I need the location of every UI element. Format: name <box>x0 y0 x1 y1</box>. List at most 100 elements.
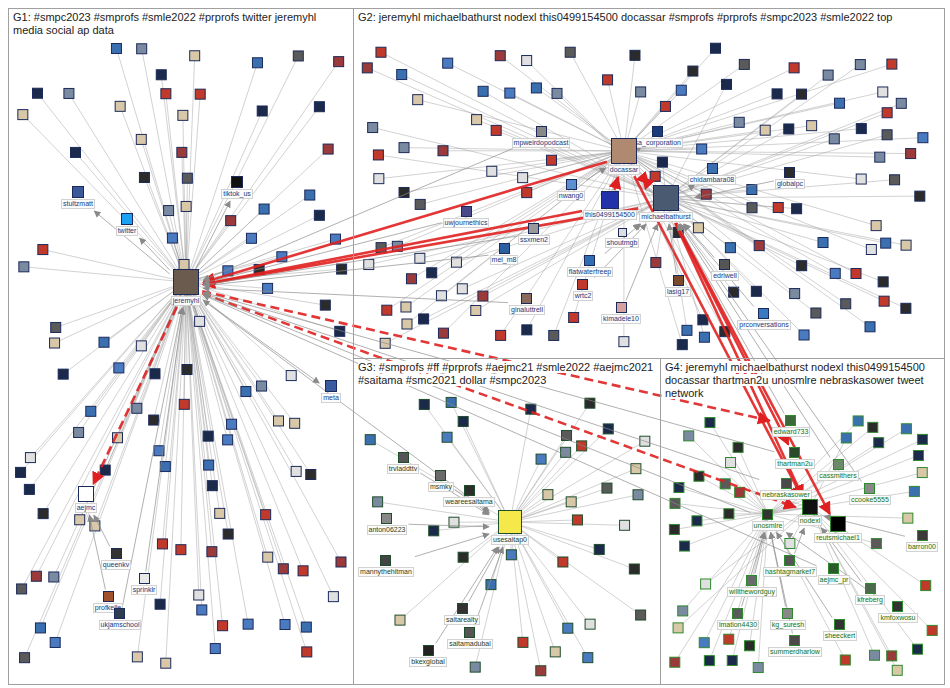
vertex-icon <box>789 63 799 73</box>
vertex-icon <box>280 620 290 630</box>
vertex-icon <box>334 57 344 67</box>
vertex-icon <box>24 484 34 494</box>
vertex-icon <box>856 124 866 134</box>
vertex-label: sprinklr <box>131 585 158 595</box>
vertex-icon <box>261 510 271 520</box>
vertex-label: weareesaitama <box>443 497 494 507</box>
background-vertices <box>16 43 938 676</box>
vertex-icon <box>784 555 795 566</box>
vertex-icon <box>314 210 324 220</box>
vertex: sheeckert <box>823 619 857 641</box>
vertex-icon <box>320 300 330 310</box>
vertex-icon <box>629 564 639 574</box>
background-edge <box>30 282 186 458</box>
vertex: chidambara08 <box>688 163 736 185</box>
tie-edge <box>203 223 441 283</box>
vertex-icon <box>633 490 643 500</box>
vertex-icon <box>901 424 911 434</box>
background-edge <box>120 106 186 282</box>
vertex-icon <box>207 547 217 557</box>
vertex-icon <box>619 337 629 347</box>
vertex-icon <box>871 539 881 549</box>
tie-edge <box>94 515 110 546</box>
vertex-icon <box>328 592 338 602</box>
strong-tie-edge <box>202 291 769 420</box>
group-region: G2: jeremyhl michaelbathurst nodexl this… <box>353 8 945 359</box>
vertex-icon <box>78 486 94 502</box>
vertex-label: flatwaterfreep <box>567 267 613 277</box>
strong-tie-edge <box>642 177 648 184</box>
vertex-icon <box>150 369 160 379</box>
vertex-icon <box>114 363 124 373</box>
background-edge <box>768 421 858 514</box>
vertex-icon <box>558 557 568 567</box>
vertex-label: barron00 <box>906 542 938 552</box>
vertex-icon <box>32 88 42 98</box>
vertex-icon <box>710 43 720 53</box>
background-edge <box>768 455 918 514</box>
background-edge <box>186 282 307 652</box>
vertex-icon <box>457 603 468 614</box>
vertex-icon <box>111 548 122 559</box>
vertex-label: aejmc_pr <box>818 575 851 585</box>
vertex-icon <box>892 601 903 612</box>
background-edge <box>54 282 186 577</box>
vertex: kimadele10 <box>601 302 641 324</box>
vertex-icon <box>746 575 757 586</box>
vertex-icon <box>498 510 522 534</box>
vertex-icon <box>881 238 891 248</box>
vertex-icon <box>301 622 311 632</box>
vertex-icon <box>868 422 878 432</box>
vertex: tiktok_us <box>221 176 253 199</box>
vertex: lsa_corporation <box>631 126 683 148</box>
vertex-icon <box>337 264 347 274</box>
vertex-icon <box>678 606 688 616</box>
background-edge <box>424 404 510 522</box>
background-edge <box>22 282 186 589</box>
vertex-icon <box>471 305 481 315</box>
background-edge <box>500 56 624 151</box>
vertex-icon <box>528 223 539 234</box>
group-heading: G3: #smprofs #ff #prprofs #aejmc21 #smle… <box>354 359 660 387</box>
vertex: edward733 <box>772 415 811 437</box>
vertex: nebraskasower <box>760 478 811 500</box>
vertex-icon <box>499 243 510 254</box>
vertex-icon <box>286 371 296 381</box>
vertex: kfreberg <box>855 583 885 605</box>
vertex: lmation4430 <box>717 608 759 630</box>
background-edge <box>624 64 892 151</box>
group-heading: G1: #smpc2023 #smprofs #smle2022 #prprof… <box>9 9 353 37</box>
vertex-label: ssxmen2 <box>518 235 550 245</box>
vertex-icon <box>182 365 192 375</box>
tie-edge <box>408 524 489 527</box>
vertex-icon <box>727 655 737 665</box>
vertex-icon <box>486 580 496 590</box>
vertex-icon <box>518 173 528 183</box>
vertex-icon <box>901 240 911 250</box>
tie-edge <box>203 236 517 285</box>
vertex-icon <box>651 258 661 268</box>
vertex-icon <box>890 175 900 185</box>
vertex-icon <box>218 621 228 631</box>
vertex-icon <box>173 269 199 295</box>
background-edge <box>183 115 186 282</box>
vertex-label: michaelbathurst <box>639 212 692 222</box>
group-region: G3: #smprofs #ff #prprofs #aejmc21 #smle… <box>353 358 661 685</box>
vertex-icon <box>697 144 707 154</box>
vertex-icon <box>682 325 692 335</box>
vertex-icon <box>707 163 718 174</box>
vertex-icon <box>602 483 612 493</box>
vertex-icon <box>692 516 702 526</box>
vertex-icon <box>829 134 839 144</box>
background-edge <box>810 507 875 655</box>
background-edge <box>477 120 666 198</box>
vertex-icon <box>274 416 284 426</box>
background-edge <box>666 129 789 198</box>
vertex-icon <box>429 526 439 536</box>
vertex-label: docassar <box>608 165 640 175</box>
vertex-icon <box>823 70 833 80</box>
vertex: this0499154500 <box>583 191 637 220</box>
vertex-icon <box>50 338 60 348</box>
tie-edge <box>203 288 508 302</box>
